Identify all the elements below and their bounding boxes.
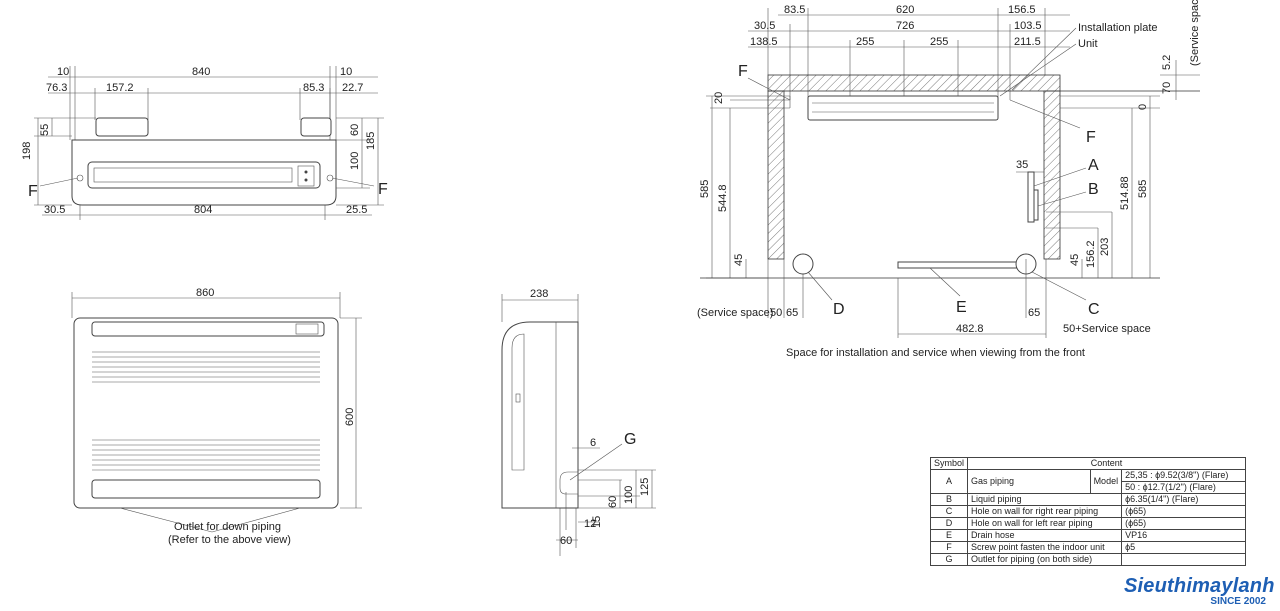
dim-35: 35: [1016, 159, 1028, 171]
dim-65-left: 65: [786, 307, 798, 319]
label-unit: Unit: [1078, 38, 1098, 50]
dim-left-55: 55: [39, 124, 51, 136]
installation-view: 83.5 620 156.5 30.5 726 103.5 138.5 255 …: [697, 0, 1201, 359]
label-f-left: F: [28, 183, 38, 200]
dim-50: 50: [770, 307, 782, 319]
dim-255a: 255: [856, 36, 874, 48]
label-e: E: [956, 299, 967, 316]
logo-since: SINCE 2002: [1210, 596, 1266, 607]
legend-header-symbol: Symbol: [929, 457, 969, 470]
legend-row: B Liquid piping ϕ6.35(1/4") (Flare): [929, 493, 1246, 506]
dim-top-right: 10: [340, 66, 352, 78]
label-f-right: F: [378, 181, 388, 198]
label-service-space-vertical: (Service space): [1189, 0, 1201, 66]
dim-255b: 255: [930, 36, 948, 48]
lower-grill: [92, 439, 320, 471]
dim-203: 203: [1099, 238, 1111, 256]
side-view: 238 60 100 125 6 G 15 12 60: [501, 288, 656, 556]
dim-156-5: 156.5: [1008, 4, 1036, 16]
dim-depth: 238: [530, 288, 548, 300]
dim-side-60b: 60: [560, 535, 572, 547]
dim-20: 20: [713, 92, 725, 104]
dim-726: 726: [896, 20, 914, 32]
dim-620: 620: [896, 4, 914, 16]
legend-header-content: Content: [967, 457, 1246, 470]
dim-left-198: 198: [21, 142, 33, 160]
unit-outline: [807, 95, 999, 121]
upper-grill: [92, 351, 320, 383]
dim-right-pipe: 85.3: [303, 82, 324, 94]
label-f-1: F: [738, 63, 748, 80]
dim-top-width: 840: [192, 66, 210, 78]
legend-row: A Gas piping Model 25,35 : ϕ9.52(3/8") (…: [929, 469, 1246, 494]
gas-pipe: [1027, 171, 1035, 223]
legend-row: E Drain hose VP16: [929, 529, 1246, 542]
label-g: G: [624, 431, 636, 448]
dim-138-5: 138.5: [750, 36, 778, 48]
dim-83-5: 83.5: [784, 4, 805, 16]
dim-482-8: 482.8: [956, 323, 984, 335]
liquid-pipe: [1033, 189, 1039, 221]
dim-bottom-width: 804: [194, 204, 212, 216]
label-service-space-left: (Service space): [697, 307, 773, 319]
dim-right-100: 100: [349, 152, 361, 170]
right-wall: [1043, 90, 1061, 260]
dim-right-60: 60: [349, 124, 361, 136]
dim-left-offset: 76.3: [46, 82, 67, 94]
legend-row: G Outlet for piping (on both side): [929, 553, 1246, 566]
label-installation-plate: Installation plate: [1078, 22, 1158, 34]
legend-row: D Hole on wall for left rear piping (ϕ65…: [929, 517, 1246, 530]
drain-hose: [897, 261, 1019, 269]
left-wall: [767, 90, 785, 260]
dim-5-2: 5.2: [1161, 55, 1173, 70]
dim-585-left: 585: [699, 180, 711, 198]
dim-top-left: 10: [57, 66, 69, 78]
unit-front-view: 860 600 Outlet for do: [71, 287, 362, 546]
dim-45-right: 45: [1069, 254, 1081, 266]
label-d: D: [833, 301, 845, 318]
dim-right-offset: 22.7: [342, 82, 363, 94]
note-down-piping-1: Outlet for down piping: [174, 521, 281, 533]
dim-side-60: 60: [607, 496, 619, 508]
dim-side-6: 6: [590, 437, 596, 449]
dim-585-right: 585: [1137, 180, 1149, 198]
dim-65-right: 65: [1028, 307, 1040, 319]
caption-installation-space: Space for installation and service when …: [786, 347, 1085, 359]
label-service-space-50: 50+Service space: [1063, 323, 1151, 335]
dim-156-2: 156.2: [1085, 240, 1097, 268]
legend-row: C Hole on wall for right rear piping (ϕ6…: [929, 505, 1246, 518]
site-logo: Sieuthimaylanh SINCE 2002: [1124, 575, 1275, 607]
legend-row: F Screw point fasten the indoor unit ϕ5: [929, 541, 1246, 554]
legend-table: Symbol Content A Gas piping Model 25,35 …: [929, 457, 1246, 566]
dim-30-5: 30.5: [754, 20, 775, 32]
dim-514-88: 514.88: [1119, 176, 1131, 210]
dim-left-pipe: 157.2: [106, 82, 134, 94]
ceiling-wall: [767, 74, 1061, 92]
dim-544-8: 544.8: [717, 184, 729, 212]
dim-bottom-left: 30.5: [44, 204, 65, 216]
hole-left-rear: [792, 253, 814, 275]
label-c: C: [1088, 301, 1100, 318]
front-view: 10 840 10 76.3 157.2 85.3 22.7 55 198: [21, 66, 388, 220]
logo-name: Sieuthimaylanh: [1124, 575, 1275, 597]
dim-45-left: 45: [733, 254, 745, 266]
label-f-2: F: [1086, 129, 1096, 146]
label-b: B: [1088, 181, 1099, 198]
dim-unit-height: 600: [344, 408, 356, 426]
dim-103-5: 103.5: [1014, 20, 1042, 32]
dim-0: 0: [1137, 104, 1149, 110]
label-a: A: [1088, 157, 1099, 174]
dim-70: 70: [1161, 82, 1173, 94]
dim-side-100: 100: [623, 486, 635, 504]
dim-side-125: 125: [639, 478, 651, 496]
dim-bottom-right: 25.5: [346, 204, 367, 216]
note-down-piping-2: (Refer to the above view): [168, 534, 291, 546]
dim-unit-width: 860: [196, 287, 214, 299]
dim-side-12: 12: [584, 518, 596, 530]
dim-right-185: 185: [365, 132, 377, 150]
dim-211-5: 211.5: [1014, 36, 1041, 48]
